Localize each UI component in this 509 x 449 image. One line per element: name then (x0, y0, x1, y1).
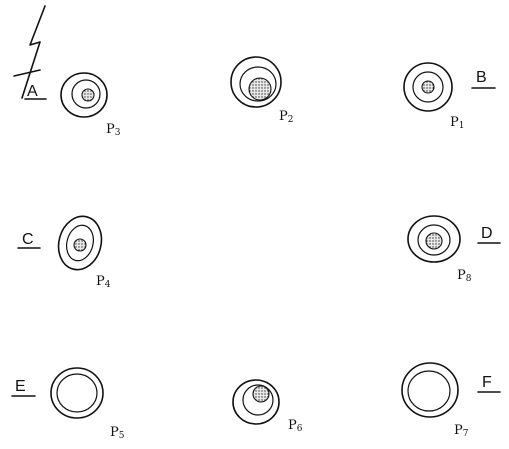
post-hole-p1 (404, 63, 452, 111)
pit-label-p2: P2 (279, 109, 293, 125)
post-hole-p8 (408, 216, 460, 262)
post-core-p4 (74, 239, 86, 251)
pit-label-p5: P5 (110, 425, 125, 441)
pit-label-p7: P7 (454, 423, 469, 439)
section-letter-b: B (476, 69, 487, 86)
post-hole-p7 (402, 363, 458, 417)
post-core-p2 (249, 78, 271, 100)
section-mark-b: B (472, 69, 495, 88)
section-mark-e: E (12, 378, 35, 396)
pit-label-p3: P3 (106, 122, 121, 138)
section-letter-d: D (481, 225, 493, 242)
post-core-p6 (253, 386, 269, 402)
section-mark-a: A (25, 83, 46, 100)
post-hole-p4 (53, 211, 108, 274)
post-hole-p2 (231, 57, 281, 107)
pit-label-p8: P8 (457, 268, 472, 284)
section-letter-e: E (15, 378, 26, 395)
section-letter-c: C (22, 231, 34, 248)
pit-label-p4: P4 (96, 274, 111, 290)
post-core-p8 (426, 233, 442, 249)
pit-label-p1: P1 (450, 115, 464, 131)
section-mark-f: F (478, 374, 500, 392)
section-letter-f: F (482, 374, 492, 391)
post-hole-p3 (61, 73, 107, 117)
pit-label-p6: P6 (288, 418, 303, 434)
section-mark-d: D (478, 225, 500, 243)
post-core-p3 (82, 89, 94, 101)
section-mark-c: C (18, 231, 40, 248)
post-hole-p5 (51, 368, 103, 418)
post-hole-p6 (233, 380, 279, 424)
post-core-p1 (422, 81, 434, 93)
section-letter-a: A (27, 83, 38, 100)
